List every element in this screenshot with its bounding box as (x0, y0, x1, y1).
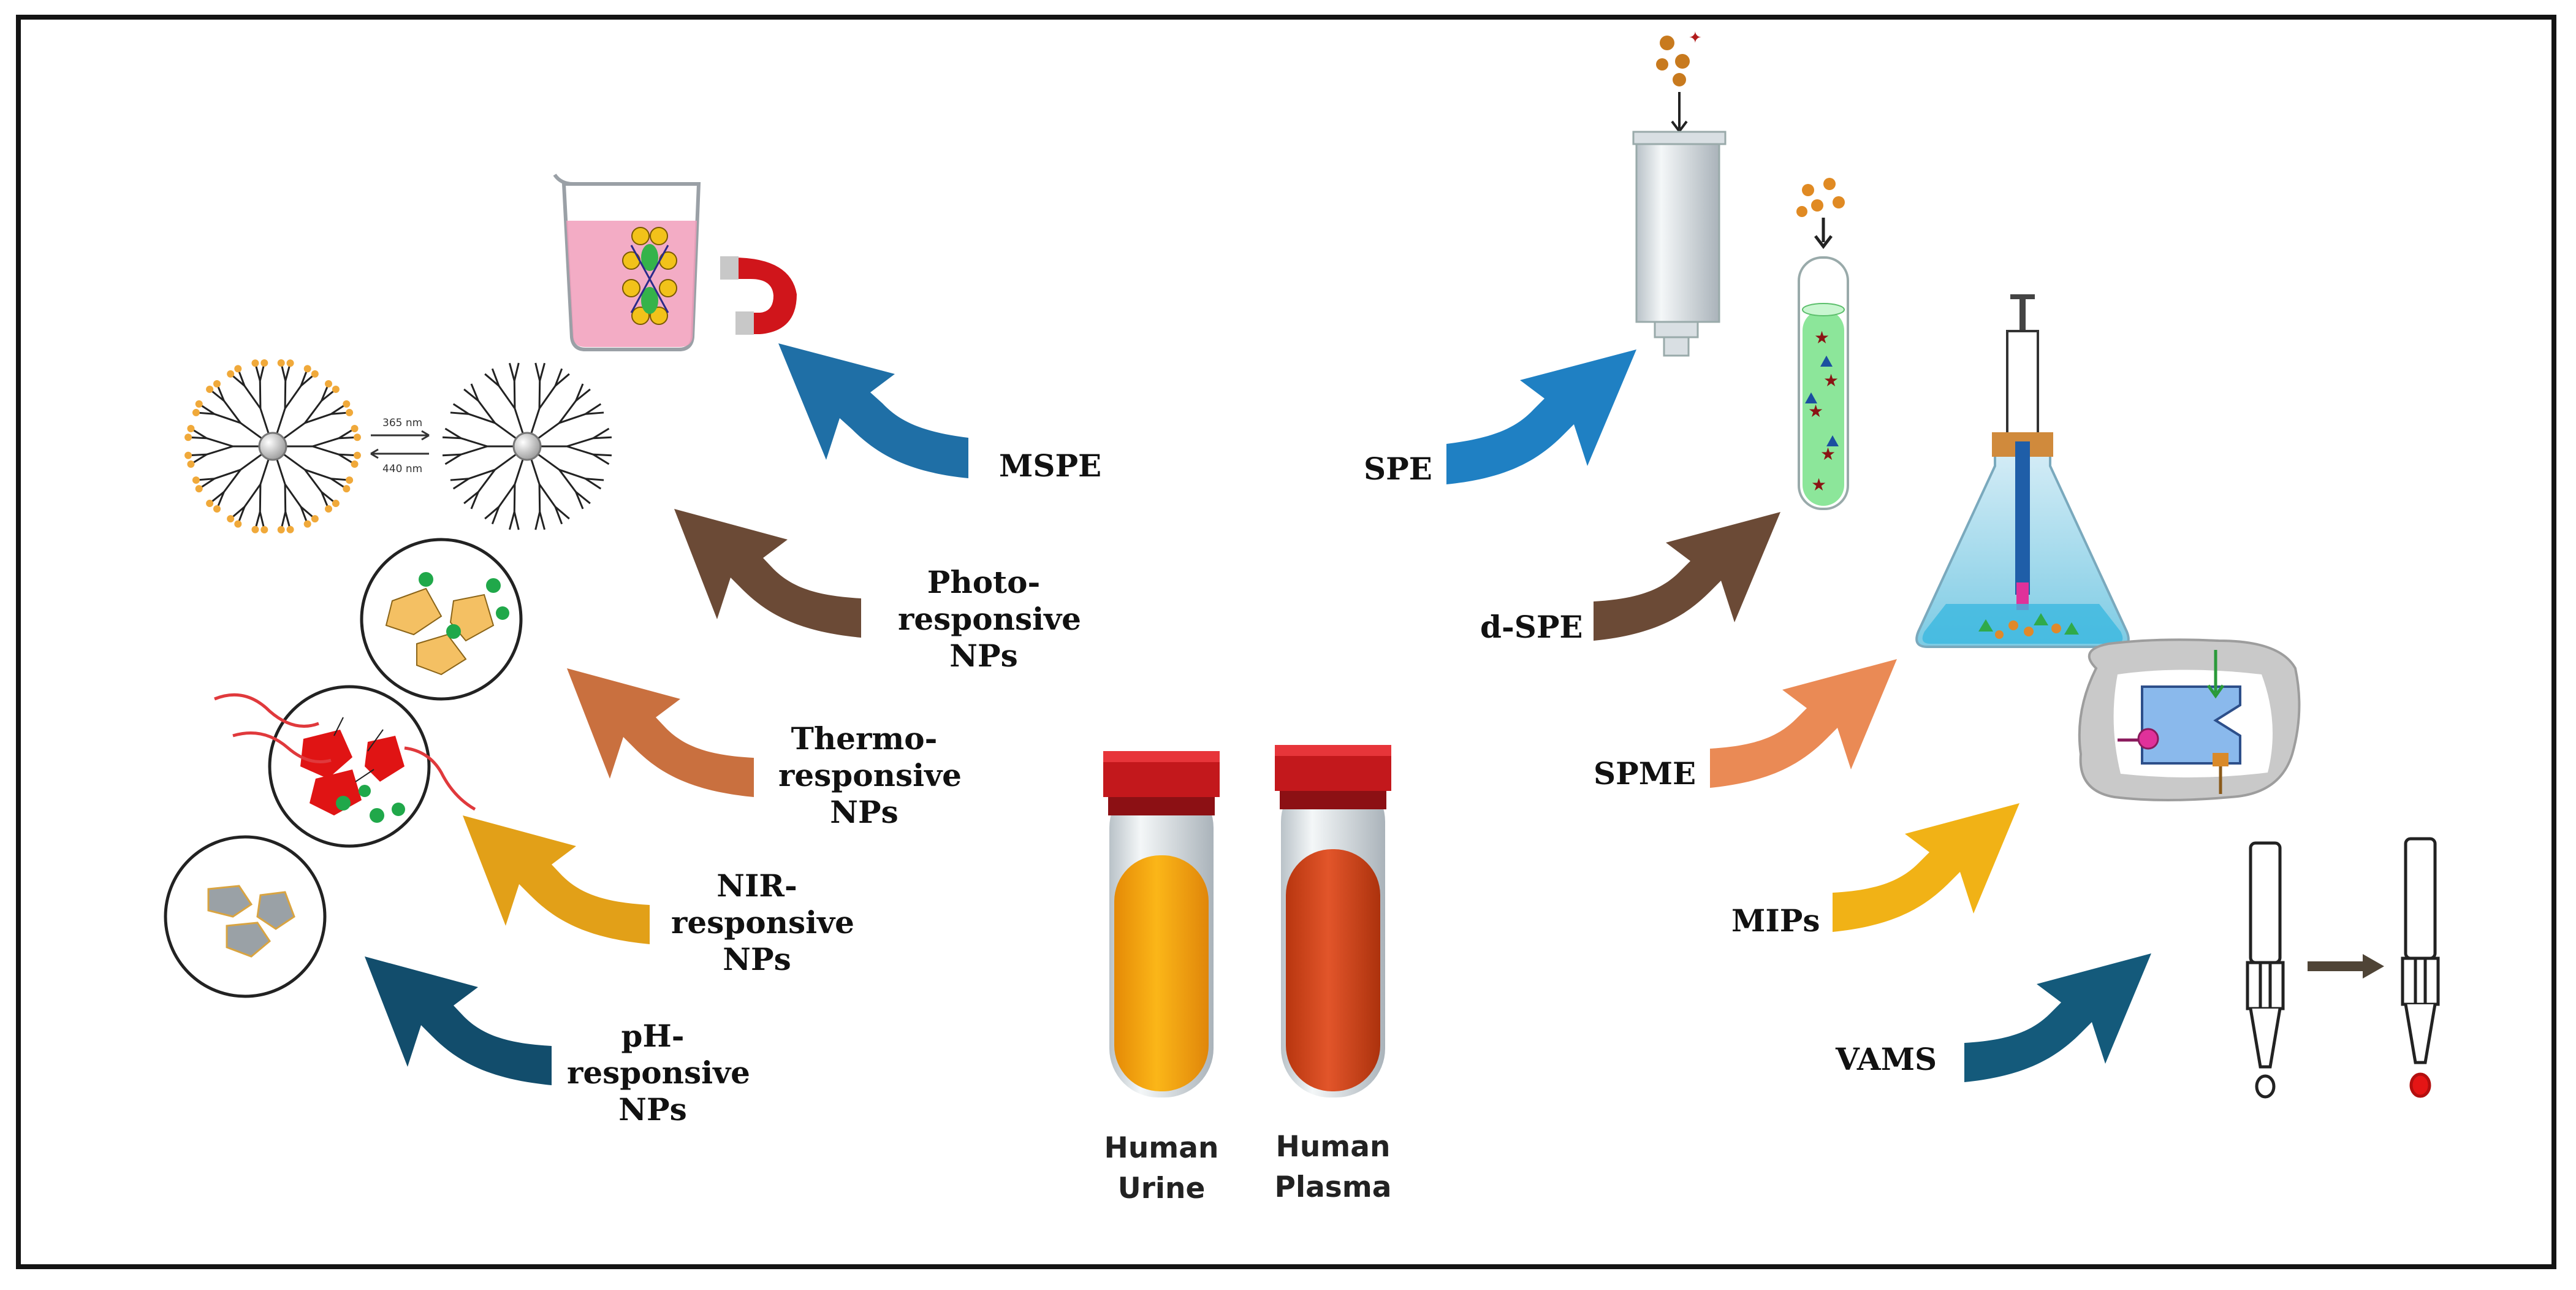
thermo-label-line-2: responsive (778, 757, 962, 793)
thermo-responsive-label: Thermo- responsive NPs (778, 720, 962, 831)
plasma-label-line-2: Plasma (1274, 1170, 1392, 1204)
nir-arrow (463, 815, 650, 944)
mips-arrow (1833, 803, 2019, 932)
nir-label-line-1: NIR- (716, 868, 797, 904)
svg-text:✦: ✦ (1689, 29, 1702, 47)
urine-label-line-1: Human (1104, 1131, 1219, 1165)
svg-text:★: ★ (1811, 475, 1826, 495)
wavelength-365-label: 365 nm (382, 417, 422, 429)
vams-device-after (2401, 837, 2440, 1098)
dendrimer-core (258, 432, 287, 461)
spe-arrow (1446, 349, 1636, 484)
mips-label: MIPs (1731, 903, 1820, 939)
ph-responsive-label: pH- responsive NPs (567, 1018, 750, 1128)
thermo-arrow (567, 668, 754, 797)
ph-label-line-1: pH- (621, 1018, 685, 1054)
photo-responsive-label: Photo- responsive NPs (898, 564, 1081, 674)
svg-text:★: ★ (1823, 370, 1839, 391)
urine-tube-label: Human Urine (1100, 1128, 1223, 1209)
mspe-label: MSPE (999, 448, 1102, 484)
spme-label: SPME (1594, 755, 1696, 792)
beaker-magnet-illustration (553, 174, 797, 351)
ph-np-circle (164, 835, 327, 998)
vams-label: VAMS (1836, 1041, 1937, 1077)
dspe-tube: ★★★★★ (1796, 178, 1849, 510)
wavelength-440-label: 440 nm (382, 463, 422, 475)
dspe-label: d-SPE (1480, 609, 1583, 645)
vams-transform-arrow (2308, 954, 2384, 979)
svg-text:★: ★ (1820, 444, 1836, 464)
svg-text:★: ★ (1808, 401, 1823, 421)
figure-border (16, 15, 2556, 1269)
photo-label-line-2: responsive (898, 601, 1081, 637)
urine-label-line-2: Urine (1117, 1172, 1206, 1205)
nir-label-line-2: responsive (671, 904, 854, 941)
spe-cartridge: ✦ (1632, 29, 1727, 357)
spme-arrow (1710, 659, 1897, 788)
ph-label-line-2: responsive (567, 1055, 750, 1091)
urine-tube (1103, 751, 1220, 1097)
photo-switch-arrows (370, 430, 430, 459)
svg-text:★: ★ (1814, 327, 1829, 348)
spe-label: SPE (1364, 451, 1432, 487)
nir-label-line-3: NPs (723, 941, 791, 977)
thermo-label-line-3: NPs (830, 794, 899, 830)
dendrimer-illustration (184, 359, 612, 533)
mspe-arrow (778, 343, 968, 478)
photo-label-line-1: Photo- (927, 564, 1041, 600)
nir-responsive-label: NIR- responsive NPs (671, 868, 854, 978)
vams-device-before (2246, 841, 2285, 1099)
vams-arrow (1964, 953, 2151, 1082)
mip-illustration (2078, 638, 2301, 801)
ph-label-line-3: NPs (618, 1091, 687, 1128)
dendrimer-core (512, 432, 542, 461)
ph-arrow (365, 956, 552, 1085)
plasma-tube (1275, 745, 1391, 1097)
thermo-label-line-1: Thermo- (791, 720, 938, 757)
nir-np-circle (214, 685, 476, 848)
thermo-np-circle (360, 538, 523, 701)
photo-arrow (674, 509, 861, 638)
plasma-label-line-1: Human (1275, 1130, 1391, 1164)
dspe-arrow (1594, 512, 1780, 641)
spme-flask (1915, 294, 2130, 648)
photo-label-line-3: NPs (949, 638, 1018, 674)
plasma-tube-label: Human Plasma (1272, 1127, 1394, 1208)
